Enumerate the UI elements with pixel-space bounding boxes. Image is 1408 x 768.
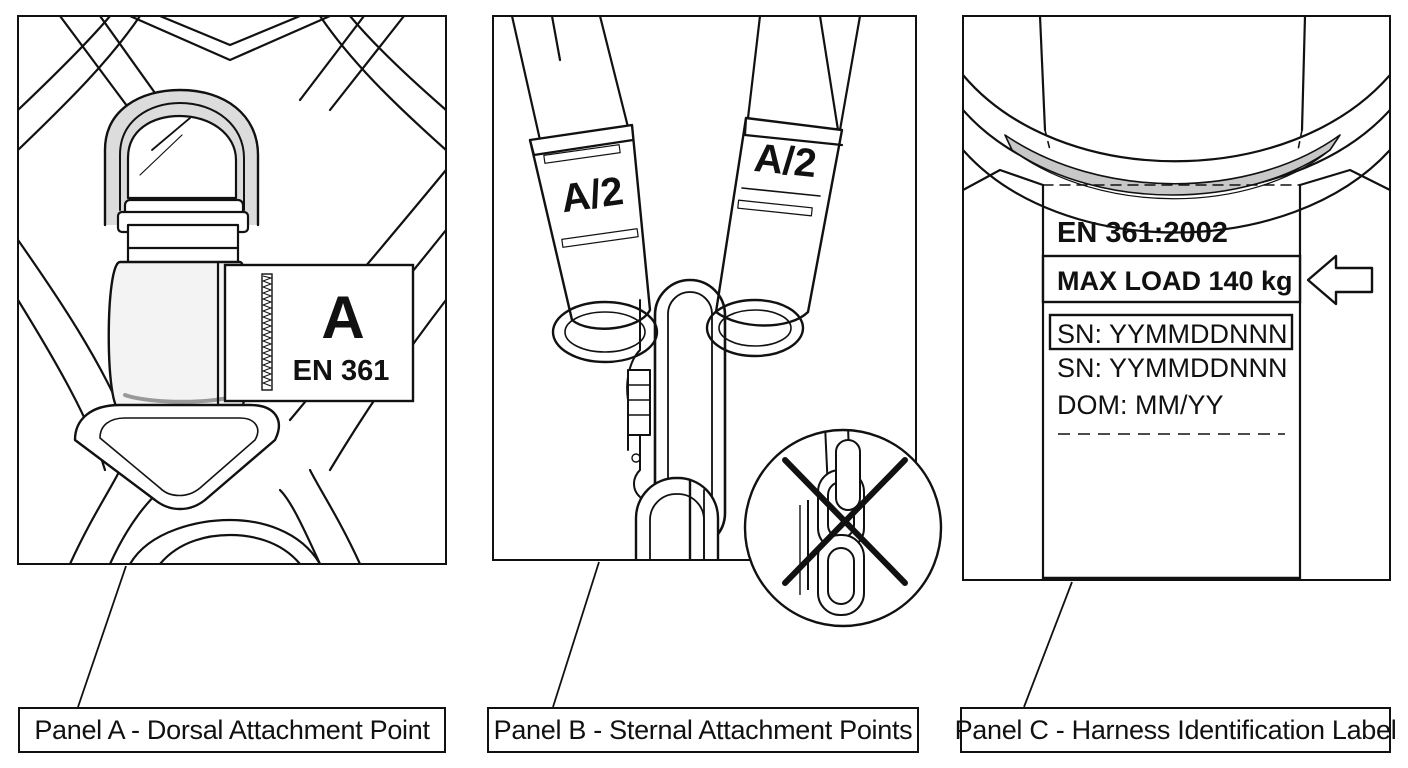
panel-c-leader-line bbox=[1023, 581, 1073, 708]
panel-b-frame bbox=[492, 15, 917, 561]
panel-b-caption: Panel B - Sternal Attachment Points bbox=[487, 707, 919, 753]
left-strap-label: A/2 bbox=[558, 169, 626, 221]
x-cross-icon bbox=[782, 457, 908, 586]
panel-c-frame bbox=[962, 15, 1391, 581]
incorrect-use-inset bbox=[743, 428, 943, 628]
panel-a-standard-tag: A EN 361 bbox=[223, 263, 415, 403]
stitching-pattern bbox=[261, 275, 273, 387]
panel-b: A/2 A/2 bbox=[492, 15, 943, 708]
label-standard: EN 361:2002 bbox=[1057, 217, 1228, 249]
label-max-load: MAX LOAD 140 kg bbox=[1057, 266, 1293, 296]
right-strap-label: A/2 bbox=[752, 136, 819, 186]
arrow-left-icon bbox=[1306, 254, 1374, 306]
tag-letter: A bbox=[321, 284, 364, 351]
panel-a-caption: Panel A - Dorsal Attachment Point bbox=[18, 707, 446, 753]
label-serial-boxed: SN: YYMMDDNNN bbox=[1057, 319, 1288, 349]
panel-a-leader-line bbox=[77, 565, 127, 708]
panel-c-caption: Panel C - Harness Identification Label bbox=[955, 707, 1397, 753]
label-serial: SN: YYMMDDNNN bbox=[1057, 353, 1288, 383]
max-load-box bbox=[1041, 254, 1302, 304]
label-dom: DOM: MM/YY bbox=[1057, 390, 1224, 420]
panel-a-frame bbox=[17, 15, 447, 565]
serial-highlight-box bbox=[1048, 313, 1294, 351]
panel-b-leader-line bbox=[552, 561, 600, 708]
panel-c: EN 361:2002 MAX LOAD 140 kg SN: YYMMDDNN… bbox=[962, 15, 1391, 708]
tag-standard: EN 361 bbox=[293, 355, 390, 387]
panel-a: A EN 361 bbox=[17, 15, 447, 708]
